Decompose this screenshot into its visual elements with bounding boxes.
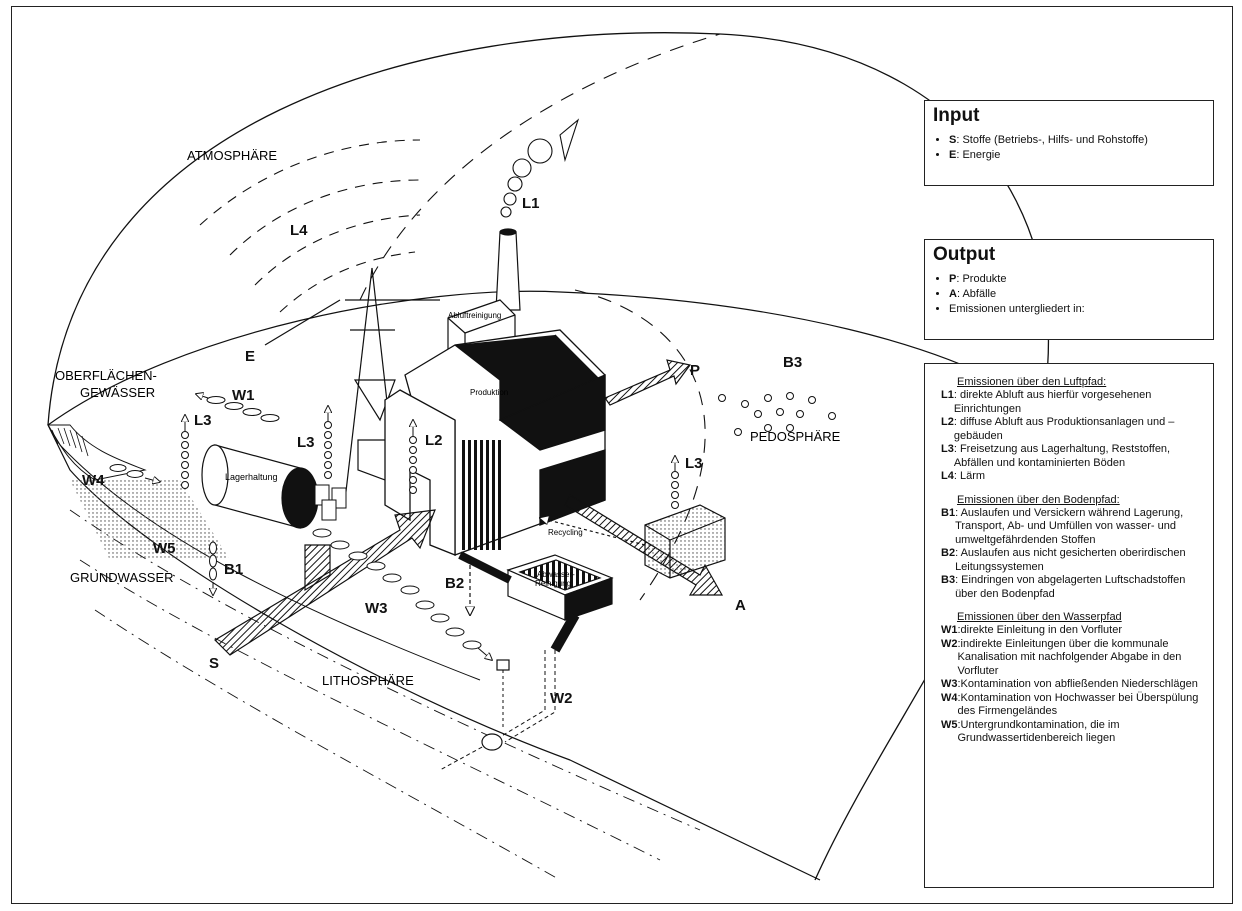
emission-row: L2: diffuse Abluft aus Produktionsanlage… xyxy=(941,416,1205,443)
output-item: Emissionen untergliedert in: xyxy=(949,302,1205,317)
chimney xyxy=(496,229,520,310)
emission-row: W4:Kontamination von Hochwasser bei Über… xyxy=(941,692,1205,719)
emission-row: B2: Auslaufen aus nicht gesicherten ober… xyxy=(941,547,1205,574)
label-w2: W2 xyxy=(550,690,573,707)
soil-section-title: Emissionen über den Bodenpfad: xyxy=(957,494,1205,506)
w3-arrow xyxy=(478,648,492,660)
emission-row: W1:direkte Einleitung in den Vorfluter xyxy=(941,624,1205,638)
drain xyxy=(497,660,509,670)
pipe xyxy=(460,555,510,580)
label-groundwater: GRUNDWASSER xyxy=(70,570,174,585)
emission-row: W5:Untergrundkontamination, die im Grund… xyxy=(941,719,1205,746)
label-p: P xyxy=(690,362,700,379)
output-arrow-p xyxy=(605,360,690,405)
input-list: S: Stoffe (Betriebs-, Hilfs- und Rohstof… xyxy=(933,133,1205,163)
label-surface-water-1: OBERFLÄCHEN- xyxy=(55,368,157,383)
label-atmosphere: ATMOSPHÄRE xyxy=(187,148,277,163)
emissions-box: Emissionen über den Luftpfad: L1: direkt… xyxy=(924,363,1214,888)
sewer-pipe-end xyxy=(482,734,502,750)
emission-row: L4: Lärm xyxy=(941,470,1205,484)
label-storage: Lagerhaltung xyxy=(225,472,278,482)
water-section-title: Emissionen über den Wasserpfad xyxy=(957,611,1205,623)
label-l2: L2 xyxy=(425,432,443,449)
label-w5: W5 xyxy=(153,540,176,557)
label-a: A xyxy=(735,597,746,614)
output-box: Output P: Produkte A: Abfälle Emissionen… xyxy=(924,239,1214,340)
label-w4: W4 xyxy=(82,472,105,489)
label-recycling: Recycling xyxy=(548,528,583,537)
label-l3-barrels: L3 xyxy=(297,434,315,451)
label-exhaust-cleaning: Abluftreinigung xyxy=(448,311,501,320)
storage-tank xyxy=(202,445,318,528)
output-list: P: Produkte A: Abfälle Emissionen unterg… xyxy=(933,272,1205,317)
water-hatch xyxy=(52,428,88,456)
input-item: S: Stoffe (Betriebs-, Hilfs- und Rohstof… xyxy=(949,133,1205,148)
label-b1: B1 xyxy=(224,561,243,578)
emission-row: W2:indirekte Einleitungen über die kommu… xyxy=(941,638,1205,679)
noise-arcs xyxy=(200,140,420,312)
emission-row: L3: Freisetzung aus Lagerhaltung, Restst… xyxy=(941,443,1205,470)
water-section: Emissionen über den Wasserpfad W1:direkt… xyxy=(941,611,1205,746)
soil-section: Emissionen über den Bodenpfad: B1: Ausla… xyxy=(941,494,1205,602)
input-item: E: Energie xyxy=(949,148,1205,163)
label-wastewater-2: Reinigung xyxy=(535,579,571,588)
label-l3-waste: L3 xyxy=(685,455,703,472)
w1-arrow xyxy=(196,394,208,398)
label-w3: W3 xyxy=(365,600,388,617)
label-l4: L4 xyxy=(290,222,308,239)
emission-row: B1: Auslaufen und Versickern während Lag… xyxy=(941,507,1205,548)
label-s: S xyxy=(209,655,219,672)
label-w1: W1 xyxy=(232,387,255,404)
label-b2: B2 xyxy=(445,575,464,592)
label-wastewater-1: Abwasser- xyxy=(537,570,575,579)
emission-row: B3: Eindringen von abgelagerten Luftscha… xyxy=(941,574,1205,601)
output-title: Output xyxy=(933,244,1205,266)
air-section-title: Emissionen über den Luftpfad: xyxy=(957,376,1205,388)
output-item: P: Produkte xyxy=(949,272,1205,287)
barrels xyxy=(315,485,346,520)
waste-container xyxy=(645,505,725,578)
emission-row: L1: direkte Abluft aus hierfür vorgesehe… xyxy=(941,389,1205,416)
emission-row: W3:Kontamination von abfließenden Nieder… xyxy=(941,678,1205,692)
b1-seepage xyxy=(210,542,217,580)
air-section: Emissionen über den Luftpfad: L1: direkt… xyxy=(941,376,1205,484)
l3-chain-barrels xyxy=(325,422,332,479)
label-production: Produktion xyxy=(470,388,508,397)
label-b3: B3 xyxy=(783,354,802,371)
l3-chain-waste xyxy=(672,472,679,509)
dome-meridian xyxy=(360,34,720,300)
label-lithosphere: LITHOSPHÄRE xyxy=(322,673,414,688)
label-surface-water-2: GEWÄSSER xyxy=(80,385,155,400)
input-title: Input xyxy=(933,105,1205,127)
label-pedosphere: PEDOSPHÄRE xyxy=(750,429,841,444)
label-l3-storage: L3 xyxy=(194,412,212,429)
output-item: A: Abfälle xyxy=(949,287,1205,302)
input-box: Input S: Stoffe (Betriebs-, Hilfs- und R… xyxy=(924,100,1214,186)
label-e: E xyxy=(245,348,255,365)
l3-chain-storage xyxy=(182,432,189,489)
label-l1: L1 xyxy=(522,195,540,212)
